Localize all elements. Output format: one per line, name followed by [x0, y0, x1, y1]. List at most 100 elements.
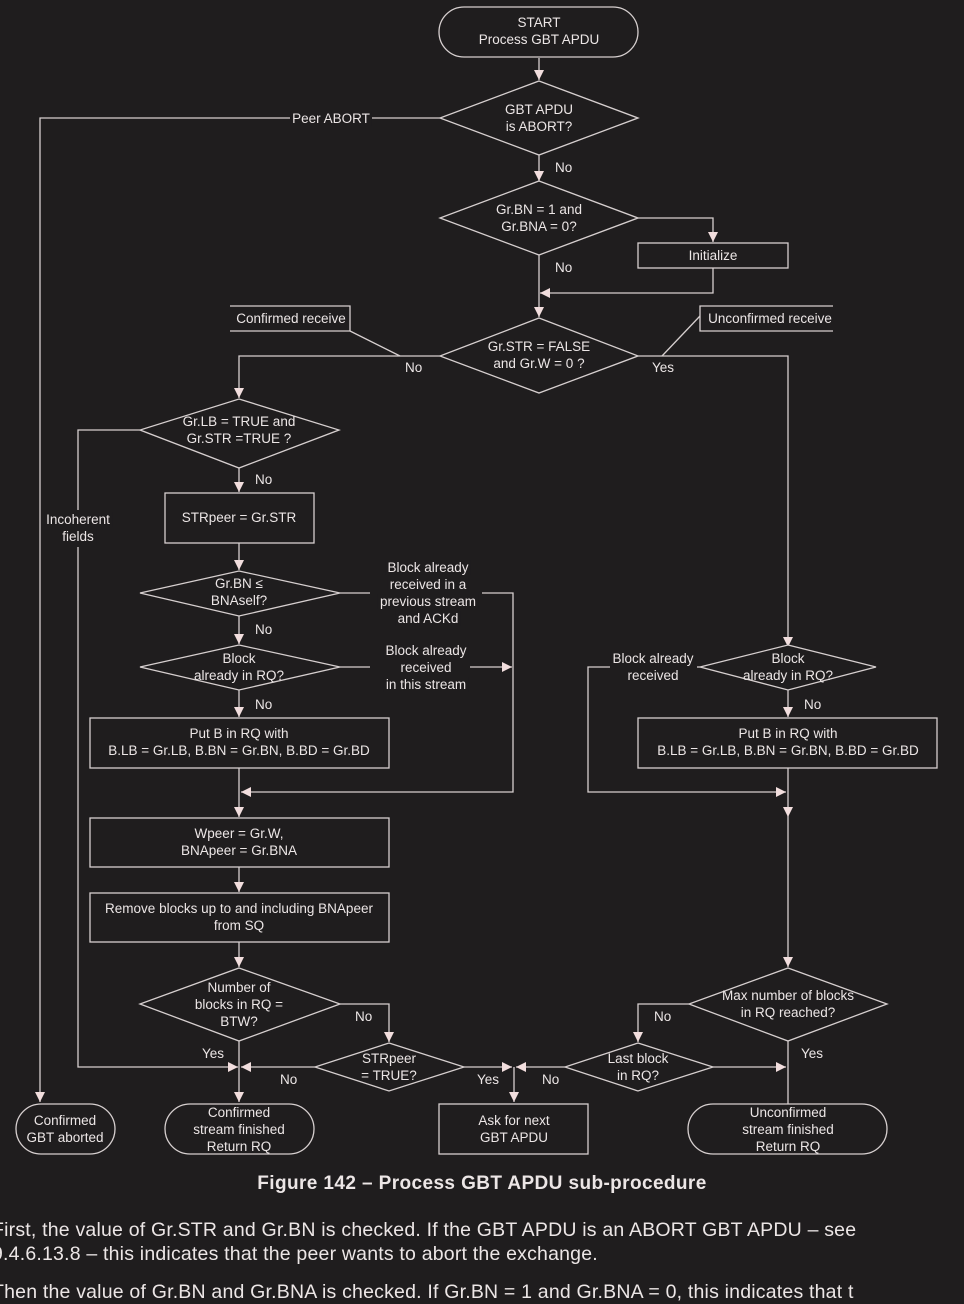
decision-last-block [562, 1042, 716, 1092]
label-yes-max: Yes [801, 1046, 823, 1061]
label-backdrop [398, 660, 454, 675]
label-no-inrq-right: No [804, 697, 821, 712]
annotation-unconfirmed-receive: Unconfirmed receive [708, 311, 832, 326]
bnle-label-1: Gr.BN ≤ [215, 576, 263, 591]
start-label-1: START [517, 15, 560, 30]
inrq-left-label-1: Block [222, 651, 255, 666]
inrq-left-label-2: already in RQ? [194, 668, 284, 683]
label-backdrop [610, 651, 696, 666]
remove-label-2: from SQ [214, 918, 264, 933]
max-label-1: Max number of blocks [722, 988, 854, 1003]
unconfirmed-end-label-2: stream finished [742, 1122, 834, 1137]
label-backdrop [60, 529, 97, 544]
aborted-label-2: GBT aborted [26, 1130, 103, 1145]
decision-lb-str-true [138, 398, 341, 469]
annotation-confirmed-receive: Confirmed receive [236, 311, 346, 326]
aborted-label-1: Confirmed [34, 1113, 96, 1128]
lbstr-label-2: Gr.STR =TRUE ? [187, 431, 292, 446]
num-label-2: blocks in RQ = [195, 997, 283, 1012]
label-this-stream-3: in this stream [386, 677, 466, 692]
process-ask-next [438, 1103, 589, 1155]
process-remove-blocks [89, 892, 390, 943]
wpeer-label-1: Wpeer = Gr.W, [195, 826, 284, 841]
putb-left-label-1: Put B in RQ with [189, 726, 288, 741]
lbstr-label-1: Gr.LB = TRUE and [183, 414, 296, 429]
label-backdrop [383, 643, 469, 658]
bn1-label-1: Gr.BN = 1 and [496, 202, 582, 217]
decision-block-in-rq-left [139, 644, 341, 691]
lastblock-label-1: Last block [608, 1051, 669, 1066]
bnle-label-2: BNAself? [211, 593, 267, 608]
terminator-gbt-aborted [15, 1103, 116, 1155]
confirmed-end-label-2: stream finished [193, 1122, 285, 1137]
label-no-lbstr: No [255, 472, 272, 487]
decision-bn-le-bnaself [139, 570, 341, 617]
shapes [15, 6, 938, 1155]
node-labels: START Process GBT APDU GBT APDU is ABORT… [26, 15, 919, 1154]
annotation-bracket-unconfirmed [699, 305, 833, 332]
terminator-unconfirmed-finished [687, 1103, 888, 1155]
label-prev-stream-4: and ACKd [398, 611, 459, 626]
label-yes-strpeer: Yes [477, 1072, 499, 1087]
label-no-bn1: No [555, 260, 572, 275]
label-already-received-1: Block already [612, 651, 693, 666]
putb-left-label-2: B.LB = Gr.LB, B.BN = Gr.BN, B.BD = Gr.BD [108, 743, 370, 758]
connectors [35, 58, 793, 1104]
label-no-max: No [654, 1009, 671, 1024]
decision-strpeer-true [312, 1042, 467, 1092]
decision-bn1-bna0 [438, 180, 640, 256]
unconfirmed-end-label-1: Unconfirmed [750, 1105, 827, 1120]
is-abort-label-2: is ABORT? [506, 119, 573, 134]
edge-initialize-return [540, 268, 714, 298]
decision-block-in-rq-right [699, 644, 877, 691]
decision-num-blocks-btw [138, 967, 342, 1042]
is-abort-label-1: GBT APDU [505, 102, 573, 117]
yes-no-labels: No No No Yes No No No No No Yes No Yes N… [202, 160, 823, 1087]
edge-max-no [633, 1003, 689, 1042]
process-wpeer-assign [89, 817, 390, 868]
bn1-label-2: Gr.BNA = 0? [501, 219, 576, 234]
strpeer-true-label-1: STRpeer [362, 1051, 417, 1066]
terminator-start [438, 6, 639, 58]
strpeer-assign-label: STRpeer = Gr.STR [182, 510, 297, 525]
inrq-right-label-2: already in RQ? [743, 668, 833, 683]
decision-str-false-w0 [438, 317, 640, 394]
edge-incoherent-a [77, 429, 140, 510]
max-label-2: in RQ reached? [741, 1005, 836, 1020]
unconfirmed-end-label-3: Return RQ [756, 1139, 821, 1154]
leader-unconfirmed-receive [661, 315, 701, 357]
edge-incoherent-b [77, 547, 238, 1072]
figure-caption: Figure 142 – Process GBT APDU sub-proced… [257, 1173, 707, 1194]
wpeer-label-2: BNApeer = Gr.BNA [181, 843, 297, 858]
process-put-b-right [637, 717, 938, 769]
edge-inrq-right-yes-b [587, 666, 786, 797]
num-label-1: Number of [207, 980, 270, 995]
label-no-bnle: No [255, 622, 272, 637]
process-initialize [637, 242, 789, 269]
putb-right-label-2: B.LB = Gr.LB, B.BN = Gr.BN, B.BD = Gr.BD [657, 743, 919, 758]
str-label-1: Gr.STR = FALSE [488, 339, 590, 354]
edge-bnle-yes-b [241, 592, 514, 797]
label-no-abort: No [555, 160, 572, 175]
edge-str-yes [638, 355, 793, 647]
body-text-line-2: 9.4.6.13.8 – this indicates that the pee… [0, 1243, 598, 1265]
label-already-received-2: received [627, 668, 678, 683]
leader-confirmed-receive [349, 330, 401, 357]
label-incoherent-1: Incoherent [46, 512, 110, 527]
label-backdrop [395, 611, 461, 626]
label-backdrop [387, 577, 469, 592]
decision-is-abort [438, 80, 640, 156]
lastblock-label-2: in RQ? [617, 1068, 659, 1083]
putb-right-label-1: Put B in RQ with [738, 726, 837, 741]
process-strpeer-assign [164, 492, 315, 544]
confirmed-end-label-3: Return RQ [207, 1139, 272, 1154]
label-prev-stream-3: previous stream [380, 594, 476, 609]
edge-peer-abort-b [35, 117, 290, 1102]
ask-next-label-2: GBT APDU [480, 1130, 548, 1145]
label-yes-num: Yes [202, 1046, 224, 1061]
body-text-line-3: Then the value of Gr.BN and Gr.BNA is ch… [0, 1281, 854, 1303]
remove-label-1: Remove blocks up to and including BNApee… [105, 901, 373, 916]
strpeer-true-label-2: = TRUE? [361, 1068, 417, 1083]
edge-num-no [340, 1003, 394, 1042]
decision-max-blocks [687, 967, 889, 1042]
